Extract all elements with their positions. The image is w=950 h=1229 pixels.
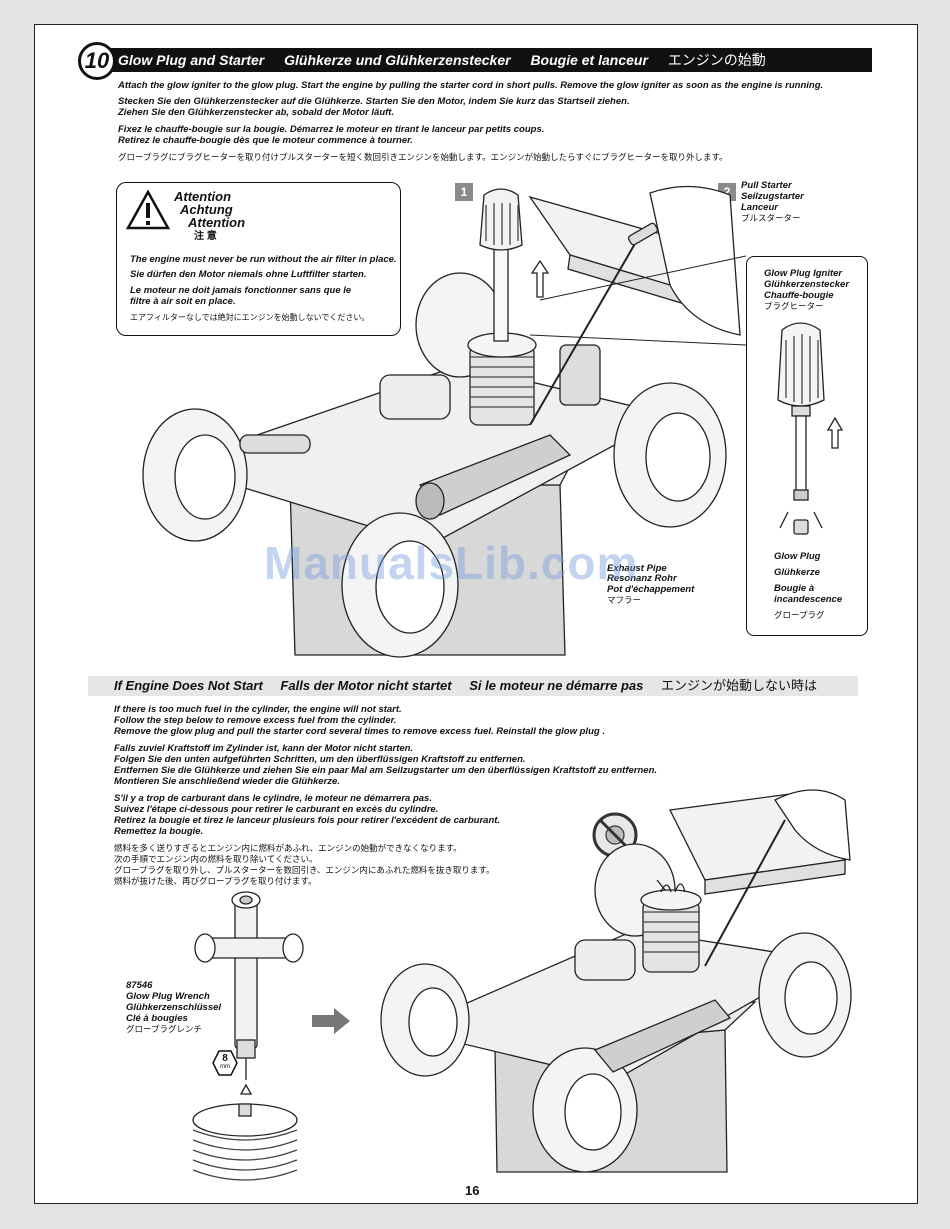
troubleshoot-en-3: Remove the glow plug and pull the starte… <box>114 726 605 737</box>
pull-starter-fr: Lanceur <box>741 202 778 213</box>
warning-triangle-icon <box>125 189 171 230</box>
step-title-jp: エンジンの始動 <box>667 52 766 68</box>
page-number: 16 <box>465 1183 480 1198</box>
step-title-fr: Bougie et lanceur <box>530 52 648 68</box>
instruction-fr-1: Fixez le chauffe-bougie sur la bougie. D… <box>118 124 545 135</box>
exhaust-label-fr: Pot d'échappement <box>607 584 695 595</box>
wrench-size-unit: mm <box>220 1064 230 1070</box>
troubleshoot-jp-1: 燃料を多く送りすぎるとエンジン内に燃料があふれ、エンジンの始動ができなくなります… <box>114 843 462 853</box>
wrench-label-fr: Clé à bougies <box>126 1013 188 1024</box>
attention-jp: エアフィルターなしでは絶対にエンジンを始動しないでください。 <box>130 313 370 322</box>
wrench-size-value: 8 <box>222 1053 228 1064</box>
attention-title-jp: 注 意 <box>194 231 217 242</box>
glow-plug-label-fr-1: Bougie à <box>774 583 815 594</box>
troubleshoot-de-2: Folgen Sie den unten aufgeführten Schrit… <box>114 754 526 765</box>
glow-plug-label-jp: グロープラグ <box>774 610 825 620</box>
attention-fr-1: Le moteur ne doit jamais fonctionner san… <box>130 285 352 296</box>
instruction-fr-2: Retirez le chauffe-bougie dès que le mot… <box>118 135 413 146</box>
arrow-right-icon <box>312 1008 350 1034</box>
instruction-jp: グロープラグにプラグヒーターを取り付けプルスターターを短く数回引きエンジンを始動… <box>118 152 728 162</box>
exhaust-label-de: Resonanz Rohr <box>607 573 677 584</box>
instruction-de-2: Ziehen Sie den Glühkerzenstecker ab, sob… <box>118 107 395 118</box>
instruction-en: Attach the glow igniter to the glow plug… <box>118 80 824 91</box>
igniter-label-en: Glow Plug Igniter <box>764 268 843 279</box>
wrench-label-de: Glühkerzenschlüssel <box>126 1002 222 1013</box>
buggy-illustration-bottom <box>380 789 852 1173</box>
step-title-de: Glühkerze und Glühkerzenstecker <box>284 52 511 68</box>
step-title-bar: Glow Plug and Starter Glühkerze und Glüh… <box>96 48 872 72</box>
troubleshoot-fr-3: Retirez la bougie et tirez le lanceur pl… <box>114 815 501 826</box>
attention-fr-2: filtre à air soit en place. <box>130 296 236 307</box>
igniter-label-de: Glühkerzenstecker <box>764 279 850 290</box>
troubleshoot-de-3: Entfernen Sie die Glühkerze und ziehen S… <box>114 765 658 776</box>
wrench-size-hex-icon <box>212 1050 238 1076</box>
attention-box <box>116 182 401 336</box>
glow-plug-wrench-illustration <box>192 891 304 1181</box>
glow-igniter-inset <box>746 256 868 636</box>
attention-title-en: Attention <box>174 189 232 204</box>
troubleshoot-jp-2: 次の手順でエンジン内の燃料を取り除いてください。 <box>114 854 318 864</box>
wrench-part-number: 87546 <box>126 980 153 991</box>
watermark: ManualsLib.com <box>264 537 639 589</box>
wrench-label-en: Glow Plug Wrench <box>126 991 210 1002</box>
glow-plug-label-en: Glow Plug <box>774 551 821 562</box>
troubleshoot-fr-4: Remettez la bougie. <box>114 826 204 837</box>
troubleshoot-fr-2: Suivez l'étape ci-dessous pour retirer l… <box>114 804 439 815</box>
step-title-en: Glow Plug and Starter <box>118 52 265 68</box>
pull-starter-en: Pull Starter <box>741 180 792 191</box>
troubleshoot-jp-4: 燃料が抜けた後、再びグロープラグを取り付けます。 <box>114 876 317 886</box>
attention-de: Sie dürfen den Motor niemals ohne Luftfi… <box>130 269 367 280</box>
troubleshoot-de-4: Montieren Sie anschließend wieder die Gl… <box>114 776 340 787</box>
troubleshoot-title-en: If Engine Does Not Start <box>114 678 263 693</box>
troubleshoot-fr-1: S'il y a trop de carburant dans le cylin… <box>114 793 432 804</box>
troubleshoot-title-bar: If Engine Does Not Start Falls der Motor… <box>88 676 858 696</box>
attention-title-fr: Attention <box>188 215 246 230</box>
exhaust-label-jp: マフラー <box>607 595 642 605</box>
troubleshoot-title-de: Falls der Motor nicht startet <box>280 678 452 693</box>
pull-starter-de: Seilzugstarter <box>741 191 804 202</box>
exhaust-label-en: Exhaust Pipe <box>607 563 667 574</box>
troubleshoot-en-2: Follow the step below to remove excess f… <box>114 715 397 726</box>
attention-en: The engine must never be run without the… <box>130 254 397 265</box>
igniter-label-jp: プラグヒーター <box>764 301 824 311</box>
troubleshoot-title-fr: Si le moteur ne démarre pas <box>469 678 644 693</box>
pull-starter-jp: プルスターター <box>741 213 801 223</box>
step-number-badge: 10 <box>78 42 116 80</box>
glow-plug-label-de: Glühkerze <box>774 567 820 578</box>
step-marker-1: 1 <box>455 183 473 201</box>
troubleshoot-en-1: If there is too much fuel in the cylinde… <box>114 704 402 715</box>
glow-plug-label-fr-2: incandescence <box>774 594 843 605</box>
buggy-illustration-top <box>142 185 741 658</box>
attention-title-de: Achtung <box>180 202 233 217</box>
glow-igniter-icon <box>777 322 844 535</box>
wrench-label-jp: グロープラグレンチ <box>126 1024 202 1034</box>
instruction-de-1: Stecken Sie den Glühkerzenstecker auf di… <box>118 96 630 107</box>
troubleshoot-title-jp: エンジンが始動しない時は <box>661 678 818 693</box>
troubleshoot-de-1: Falls zuviel Kraftstoff im Zylinder ist,… <box>114 743 414 754</box>
igniter-label-fr: Chauffe-bougie <box>764 290 834 301</box>
troubleshoot-jp-3: グロープラグを取り外し、プルスターターを数回引き、エンジン内にあふれた燃料を抜き… <box>114 865 495 875</box>
